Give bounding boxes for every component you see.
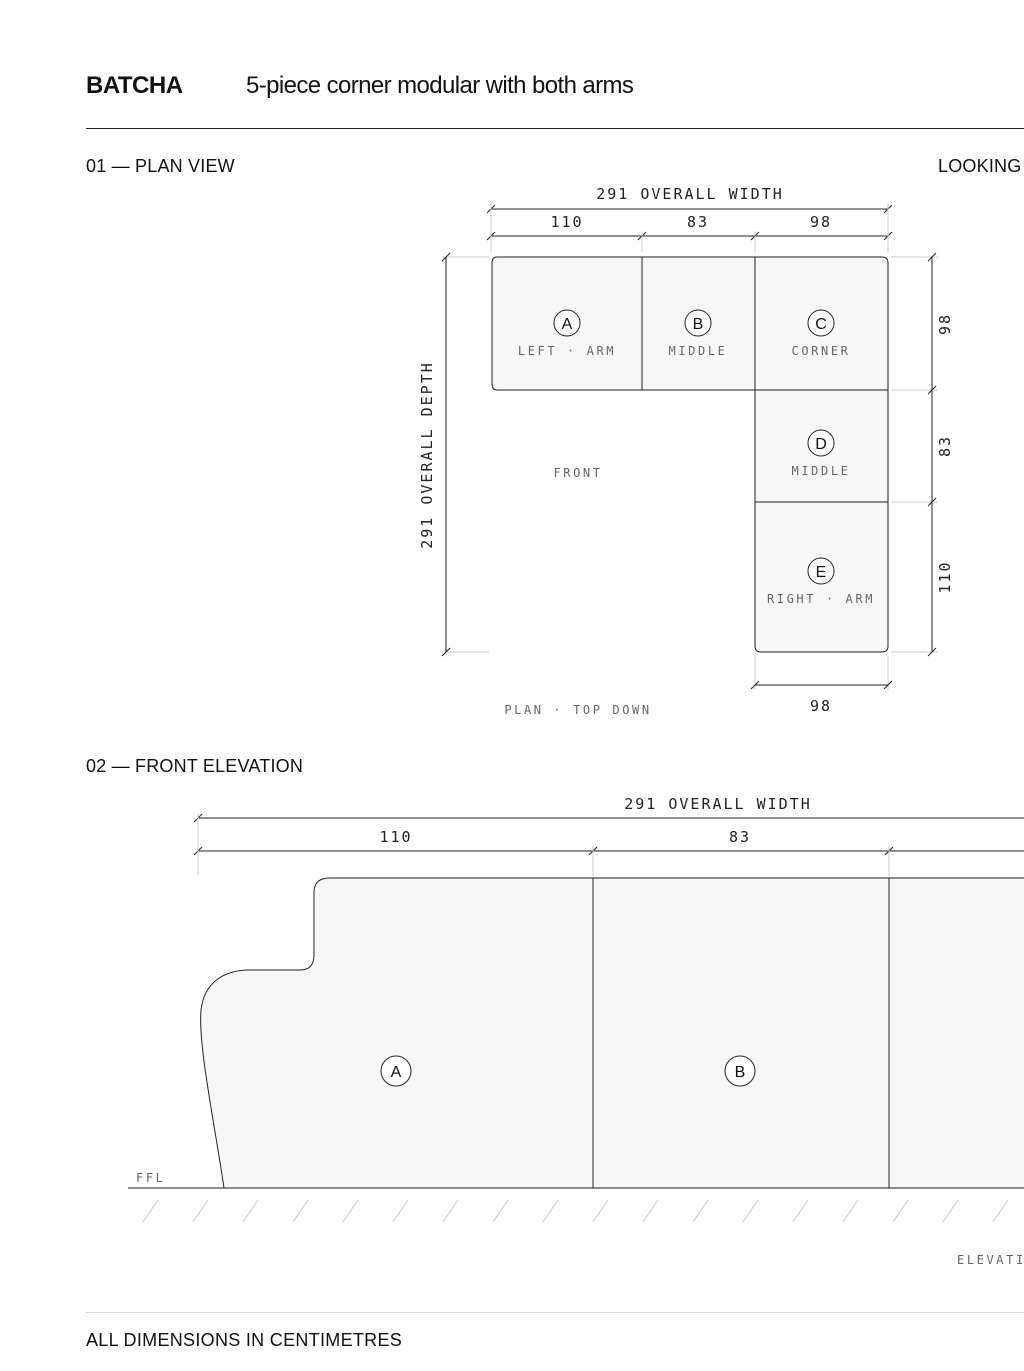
- plan-dimension-lines: [441, 204, 938, 690]
- plan-front-label: FRONT: [553, 466, 602, 480]
- plan-badge-b: [684, 309, 712, 337]
- plan-module-e-letter: E: [816, 564, 827, 581]
- footer-note: ALL DIMENSIONS IN CENTIMETRES: [86, 1330, 403, 1350]
- plan-module-a-label: LEFT · ARM: [518, 344, 616, 358]
- plan-module-c-letter: C: [815, 316, 827, 333]
- plan-caption: PLAN · TOP DOWN: [504, 703, 651, 717]
- footer-divider: [86, 1312, 1024, 1313]
- elevation-caption: ELEVATI: [957, 1253, 1024, 1267]
- plan-module-b-label: MIDDLE: [669, 344, 728, 358]
- plan-view-heading-right: LOOKING: [938, 156, 1022, 176]
- plan-badge-e: [807, 557, 835, 585]
- plan-top-dim-a: 110: [550, 213, 583, 231]
- elevation-dim-a: 110: [379, 828, 412, 846]
- plan-module-d-label: MIDDLE: [792, 464, 851, 478]
- plan-module-outline: [491, 256, 889, 653]
- elevation-module-a-letter: A: [391, 1064, 402, 1081]
- plan-top-dim-c: 98: [810, 213, 832, 231]
- plan-right-dim-c: 98: [936, 313, 954, 335]
- plan-module-e-label: RIGHT · ARM: [767, 592, 875, 606]
- plan-badge-c: [807, 309, 835, 337]
- elevation-sofa-outline: [200, 877, 1024, 1189]
- plan-overall-depth-label: 291 OVERALL DEPTH: [418, 361, 436, 549]
- plan-right-dim-d: 83: [936, 435, 954, 457]
- plan-bottom-dim: 98: [810, 697, 832, 715]
- elevation-overall-width-label: 291 OVERALL WIDTH: [624, 795, 812, 813]
- elevation-dimension-lines: [193, 813, 1024, 875]
- plan-module-d-letter: D: [815, 436, 827, 453]
- plan-view-heading: 01 — PLAN VIEW: [86, 156, 235, 176]
- product-subtitle: 5-piece corner modular with both arms: [246, 72, 634, 99]
- plan-module-a-letter: A: [562, 316, 573, 333]
- plan-badge-d: [807, 429, 835, 457]
- plan-right-dim-e: 110: [936, 560, 954, 593]
- plan-module-b-letter: B: [693, 316, 704, 333]
- plan-badge-a: [553, 309, 581, 337]
- plan-top-dim-b: 83: [687, 213, 709, 231]
- plan-module-c-label: CORNER: [792, 344, 851, 358]
- elevation-dim-b: 83: [729, 828, 751, 846]
- floor-hatching: [142, 1199, 1009, 1223]
- elevation-badge-b: [724, 1055, 756, 1087]
- brand-name: BATCHA: [86, 72, 183, 99]
- elevation-module-b-letter: B: [735, 1064, 746, 1081]
- elevation-badge-a: [380, 1055, 412, 1087]
- header-divider: [86, 128, 1024, 129]
- floor-level-label: FFL: [136, 1171, 165, 1185]
- front-elevation-heading: 02 — FRONT ELEVATION: [86, 756, 304, 776]
- plan-overall-width-label: 291 OVERALL WIDTH: [596, 185, 784, 203]
